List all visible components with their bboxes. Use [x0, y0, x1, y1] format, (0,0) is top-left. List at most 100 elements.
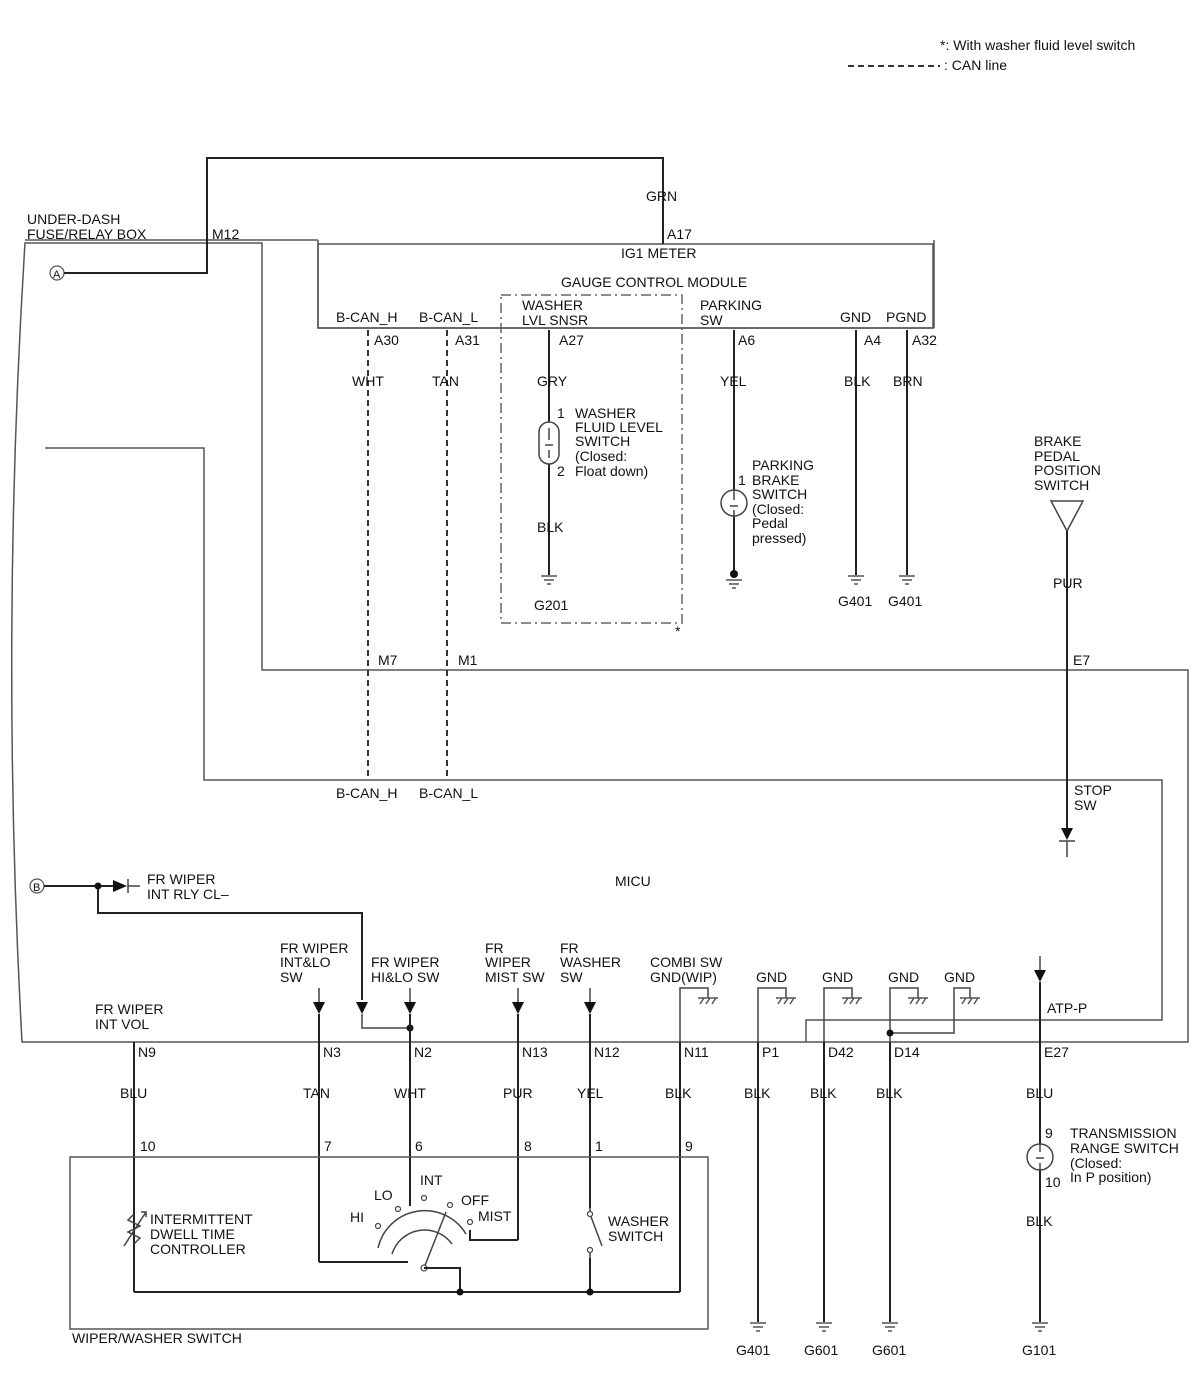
mist-l1: FR: [485, 940, 504, 956]
washer-sw-l3: SW: [560, 969, 583, 985]
micu-title: MICU: [615, 873, 651, 889]
mist-l3: MIST SW: [485, 969, 545, 985]
pin-m12: M12: [212, 226, 239, 242]
ground-d14-symbol: [882, 1322, 898, 1332]
arrow-washer: [584, 1002, 596, 1014]
wire-n2-color: WHT: [394, 1085, 426, 1101]
hilo-l1: FR WIPER: [371, 954, 439, 970]
connector-b-label: B: [33, 882, 40, 894]
washer-switch-l2: SWITCH: [608, 1228, 663, 1244]
micu-bcan-h: B-CAN_H: [336, 785, 397, 801]
wiper-pin-7: 7: [324, 1138, 332, 1154]
pin-m7: M7: [378, 652, 398, 668]
relay-label-2: INT RLY CL–: [147, 886, 229, 902]
washer-level-l4: (Closed:: [575, 448, 627, 464]
wire-e27-color: BLU: [1026, 1085, 1053, 1101]
pos-mist: MIST: [478, 1208, 512, 1224]
pin-a4: A4: [864, 332, 881, 348]
wiper-pin-8: 8: [524, 1138, 532, 1154]
parking-brake-l4: (Closed:: [752, 501, 804, 517]
p1-gnd-hatch: [776, 997, 796, 1005]
intlo-l3: SW: [280, 969, 303, 985]
gauge-control-module-title: GAUGE CONTROL MODULE: [561, 274, 747, 290]
connector-a-label: A: [53, 269, 61, 281]
stop-sw-1: STOP: [1074, 782, 1112, 798]
pin-m1: M1: [458, 652, 478, 668]
gauge-gnd: GND: [840, 309, 871, 325]
transmission-l4: In P position): [1070, 1169, 1151, 1185]
brake-pedal-l3: POSITION: [1034, 462, 1101, 478]
contact-mist: [466, 1218, 474, 1226]
stop-sw-bar: [1059, 840, 1075, 857]
bus-node-1: [456, 1288, 464, 1296]
pin-p1: P1: [762, 1044, 779, 1060]
brake-pedal-l2: PEDAL: [1034, 448, 1080, 464]
pin-a17: A17: [667, 226, 692, 242]
d42-gnd-return: [823, 987, 853, 1042]
ground-g401-a-symbol: [848, 575, 864, 585]
contact-lo: [394, 1205, 402, 1213]
transmission-wire-blk: BLK: [1026, 1213, 1053, 1229]
parking-brake-l6: pressed): [752, 530, 806, 546]
pin-a32: A32: [912, 332, 937, 348]
dwell-resistor-symbol: [126, 1213, 142, 1245]
rotary-switch-lever: [423, 1211, 447, 1269]
combi-l1: COMBI SW: [650, 954, 723, 970]
pin-n13: N13: [522, 1044, 548, 1060]
gnd-label-1: GND: [756, 969, 787, 985]
pos-lo: LO: [374, 1187, 393, 1203]
washer-switch-contact-top: [586, 1210, 594, 1218]
transmission-pin-9: 9: [1045, 1125, 1053, 1141]
pin-e27: E27: [1044, 1044, 1069, 1060]
stop-sw-arrow: [1061, 828, 1073, 840]
relay-diode-bar: [127, 879, 140, 893]
pin-e7: E7: [1073, 652, 1090, 668]
washer-level-switch-symbol: [538, 421, 560, 465]
wire-gry-label: GRY: [537, 373, 568, 389]
wiper-switch-title: WIPER/WASHER SWITCH: [72, 1330, 242, 1346]
hilo-l2: HI&LO SW: [371, 969, 440, 985]
transmission-pin-10: 10: [1045, 1174, 1061, 1190]
washer-level-pin2: 2: [557, 463, 565, 479]
pin-n9: N9: [138, 1044, 156, 1060]
transmission-l1: TRANSMISSION: [1070, 1125, 1177, 1141]
washer-level-l5: Float down): [575, 463, 648, 479]
parking-brake-l2: BRAKE: [752, 472, 799, 488]
gauge-bcan-h: B-CAN_H: [336, 309, 397, 325]
dwell-l2: DWELL TIME: [150, 1226, 235, 1242]
wiper-pin-10: 10: [140, 1138, 156, 1154]
fuse-box-label-2: FUSE/RELAY BOX: [27, 226, 147, 242]
parking-brake-l3: SWITCH: [752, 486, 807, 502]
wire-grn-label: GRN: [646, 188, 677, 204]
washer-level-wire-blk: BLK: [537, 519, 564, 535]
micu-inner-outline: [45, 447, 1163, 1042]
legend-can-label: : CAN line: [944, 57, 1007, 73]
bus-node-2: [586, 1288, 594, 1296]
int-vol-l2: INT VOL: [95, 1016, 149, 1032]
washer-level-l1: WASHER: [575, 405, 636, 421]
gnd-label-4: GND: [944, 969, 975, 985]
contact-hi: [374, 1222, 382, 1230]
gauge-washer-lvl-2: LVL SNSR: [522, 312, 588, 328]
d14-gnd-return: [889, 987, 971, 1042]
atp-label: ATP-P: [1047, 1000, 1087, 1016]
arrow-hilo: [404, 1002, 416, 1014]
d14-gnd-hatch-b: [960, 997, 980, 1005]
ground-e27-symbol: [1032, 1322, 1048, 1332]
wire-pur-brake-label: PUR: [1053, 575, 1083, 591]
micu-bcan-l: B-CAN_L: [419, 785, 478, 801]
ground-g601-a: G601: [804, 1342, 838, 1358]
arrow-intlo: [313, 1002, 325, 1014]
gauge-control-module-box: [317, 243, 934, 329]
ground-g401-bottom: G401: [736, 1342, 770, 1358]
wire-d14-color: BLK: [876, 1085, 903, 1101]
wire-tan-can: TAN: [432, 373, 459, 389]
parking-brake-l1: PARKING: [752, 457, 814, 473]
intlo-l2: INT&LO: [280, 954, 331, 970]
wire-grn-feed: [64, 157, 664, 274]
ground-g401-a: G401: [838, 593, 872, 609]
wire-yel-parking-label: YEL: [720, 373, 747, 389]
gnd-label-3: GND: [888, 969, 919, 985]
ground-g101: G101: [1022, 1342, 1056, 1358]
